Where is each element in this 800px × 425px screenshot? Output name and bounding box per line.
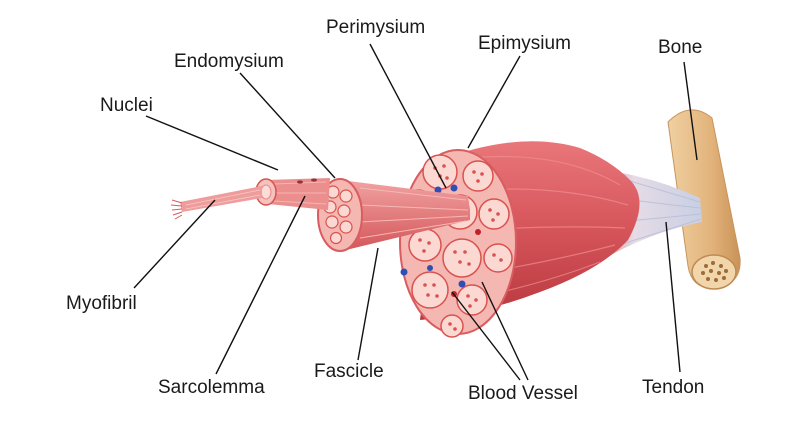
epimysium-leader-line <box>467 55 521 149</box>
muscle-fiber-shape <box>255 178 330 210</box>
label-nuclei: Nuclei <box>100 95 153 116</box>
nuclei-leader-line <box>145 115 279 171</box>
label-fascicle: Fascicle <box>314 361 384 382</box>
label-perimysium: Perimysium <box>326 17 426 38</box>
perimysium-leader-line <box>369 43 447 189</box>
leader-lines <box>133 43 698 381</box>
myofibril-leader-line <box>133 199 216 289</box>
bone-shape <box>667 109 741 290</box>
label-myofibril: Myofibril <box>66 293 137 314</box>
endomysium-leader-line <box>239 72 336 179</box>
muscle-cross-section <box>399 149 517 338</box>
label-blood-vessel: Blood Vessel <box>468 383 578 404</box>
blood-vessel-leader-line-2 <box>481 281 529 381</box>
fascicle-leader-line <box>357 247 379 361</box>
label-endomysium: Endomysium <box>174 51 284 72</box>
bone-leader-line <box>683 61 698 161</box>
blood-vessel-leader-line-1 <box>451 291 521 381</box>
label-sarcolemma: Sarcolemma <box>158 377 265 398</box>
label-epimysium: Epimysium <box>478 33 571 54</box>
label-tendon: Tendon <box>642 377 705 398</box>
label-bone: Bone <box>658 37 703 58</box>
tendon-leader-line <box>665 221 681 373</box>
sarcolemma-leader-line <box>215 195 306 375</box>
myofibril-shape <box>170 186 262 220</box>
